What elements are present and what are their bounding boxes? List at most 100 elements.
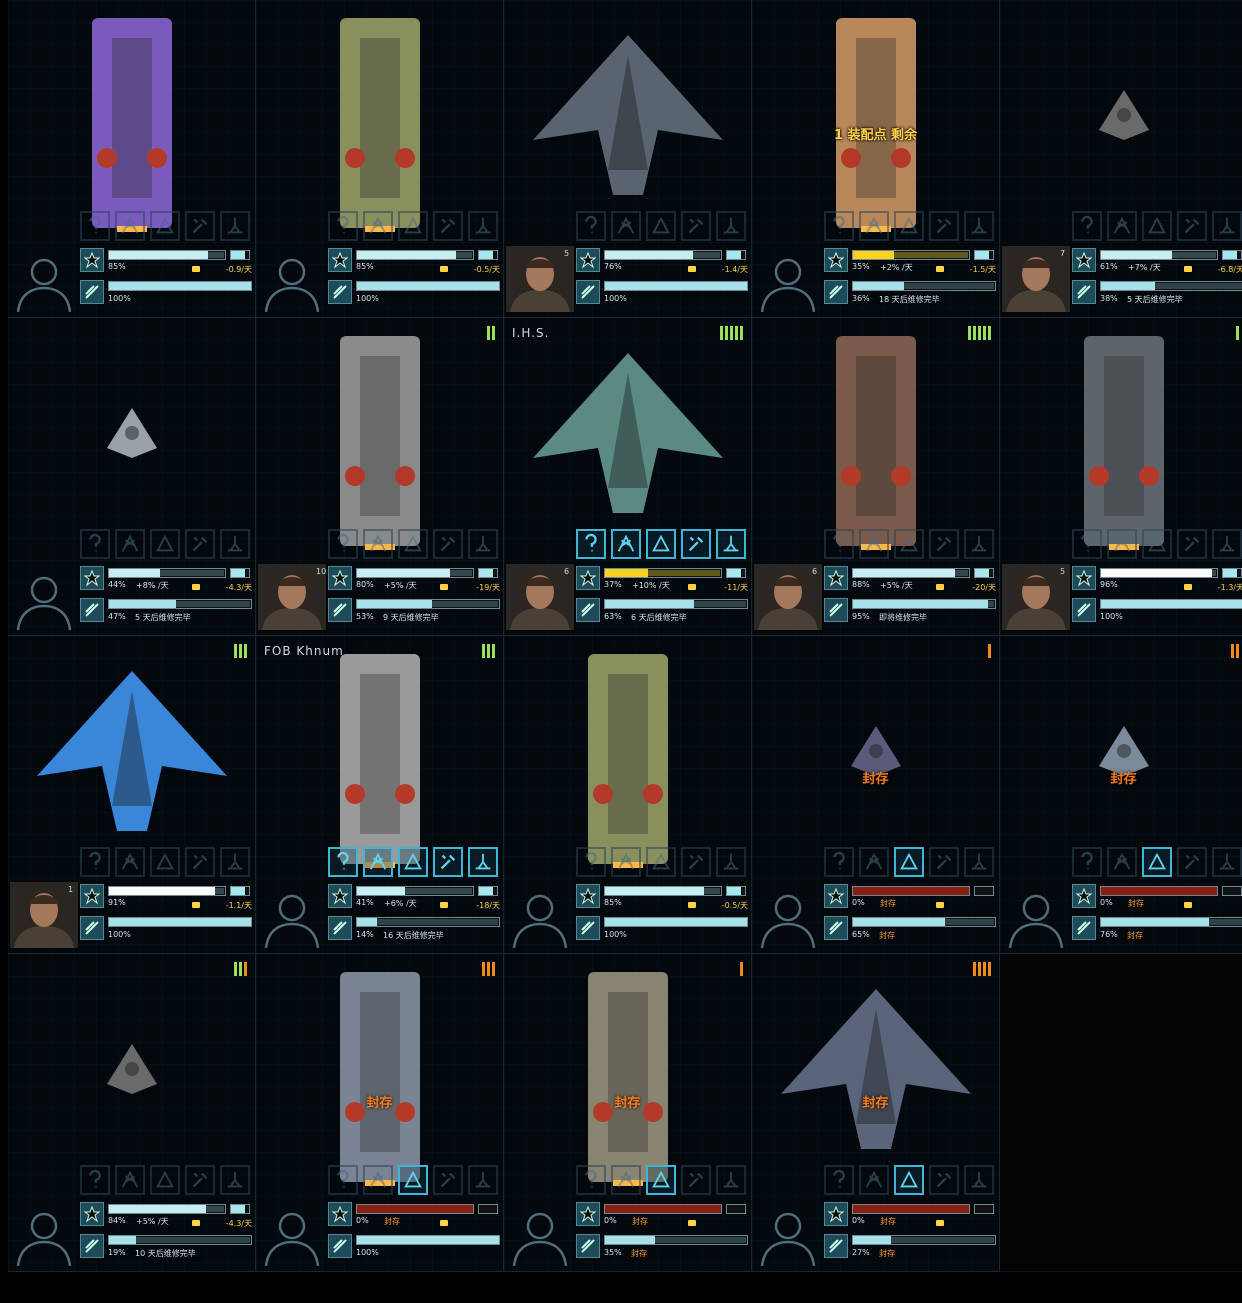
question-icon[interactable]: [328, 1165, 358, 1195]
question-icon[interactable]: [824, 211, 854, 241]
empty-officer-slot[interactable]: [10, 564, 78, 631]
officer-portrait[interactable]: [258, 564, 326, 630]
weapons-icon[interactable]: [611, 847, 641, 877]
repair-icon[interactable]: [433, 529, 463, 559]
shield-triangle-icon[interactable]: [398, 211, 428, 241]
ship-sprite[interactable]: [77, 8, 187, 238]
ship-sprite[interactable]: [573, 962, 683, 1192]
question-icon[interactable]: [576, 529, 606, 559]
empty-officer-slot[interactable]: [754, 882, 822, 949]
repair-icon[interactable]: [1177, 847, 1207, 877]
engines-icon[interactable]: [468, 847, 498, 877]
engines-icon[interactable]: [716, 211, 746, 241]
question-icon[interactable]: [824, 529, 854, 559]
repair-icon[interactable]: [681, 529, 711, 559]
repair-icon[interactable]: [681, 1165, 711, 1195]
question-icon[interactable]: [1072, 847, 1102, 877]
ship-sprite[interactable]: [32, 666, 232, 836]
engines-icon[interactable]: [468, 1165, 498, 1195]
repair-icon[interactable]: [929, 211, 959, 241]
weapons-icon[interactable]: [859, 847, 889, 877]
question-icon[interactable]: [328, 529, 358, 559]
empty-officer-slot[interactable]: [1002, 882, 1070, 949]
empty-officer-slot[interactable]: [754, 246, 822, 313]
repair-icon[interactable]: [185, 211, 215, 241]
engines-icon[interactable]: [220, 211, 250, 241]
weapons-icon[interactable]: [363, 1165, 393, 1195]
ship-sprite[interactable]: [821, 326, 931, 556]
question-icon[interactable]: [576, 1165, 606, 1195]
repair-icon[interactable]: [929, 847, 959, 877]
engines-icon[interactable]: [716, 1165, 746, 1195]
officer-portrait[interactable]: [1002, 564, 1070, 630]
weapons-icon[interactable]: [363, 847, 393, 877]
officer-portrait[interactable]: [10, 882, 78, 948]
ship-sprite[interactable]: [1094, 721, 1154, 781]
shield-triangle-icon[interactable]: [150, 211, 180, 241]
shield-triangle-icon[interactable]: [1142, 529, 1172, 559]
question-icon[interactable]: [80, 211, 110, 241]
engines-icon[interactable]: [716, 847, 746, 877]
question-icon[interactable]: [80, 847, 110, 877]
ship-sprite[interactable]: [846, 721, 906, 781]
weapons-icon[interactable]: [115, 847, 145, 877]
shield-triangle-icon[interactable]: [398, 529, 428, 559]
shield-triangle-icon[interactable]: [646, 847, 676, 877]
repair-icon[interactable]: [681, 211, 711, 241]
empty-officer-slot[interactable]: [506, 882, 574, 949]
question-icon[interactable]: [80, 529, 110, 559]
repair-icon[interactable]: [1177, 211, 1207, 241]
weapons-icon[interactable]: [859, 529, 889, 559]
shield-triangle-icon[interactable]: [1142, 847, 1172, 877]
repair-icon[interactable]: [433, 211, 463, 241]
question-icon[interactable]: [576, 847, 606, 877]
engines-icon[interactable]: [964, 1165, 994, 1195]
engines-icon[interactable]: [468, 211, 498, 241]
empty-officer-slot[interactable]: [10, 246, 78, 313]
shield-triangle-icon[interactable]: [150, 1165, 180, 1195]
engines-icon[interactable]: [468, 529, 498, 559]
shield-triangle-icon[interactable]: [894, 1165, 924, 1195]
repair-icon[interactable]: [929, 529, 959, 559]
shield-triangle-icon[interactable]: [150, 529, 180, 559]
engines-icon[interactable]: [1212, 529, 1242, 559]
officer-portrait[interactable]: [506, 246, 574, 312]
weapons-icon[interactable]: [1107, 211, 1137, 241]
repair-icon[interactable]: [185, 1165, 215, 1195]
weapons-icon[interactable]: [859, 211, 889, 241]
ship-sprite[interactable]: [1094, 85, 1154, 145]
engines-icon[interactable]: [220, 847, 250, 877]
weapons-icon[interactable]: [115, 529, 145, 559]
shield-triangle-icon[interactable]: [398, 847, 428, 877]
question-icon[interactable]: [824, 1165, 854, 1195]
weapons-icon[interactable]: [859, 1165, 889, 1195]
ship-sprite[interactable]: [573, 644, 683, 874]
shield-triangle-icon[interactable]: [150, 847, 180, 877]
ship-sprite[interactable]: [325, 644, 435, 874]
question-icon[interactable]: [80, 1165, 110, 1195]
weapons-icon[interactable]: [363, 211, 393, 241]
repair-icon[interactable]: [433, 847, 463, 877]
engines-icon[interactable]: [220, 529, 250, 559]
engines-icon[interactable]: [220, 1165, 250, 1195]
engines-icon[interactable]: [964, 211, 994, 241]
ship-sprite[interactable]: [776, 984, 976, 1154]
engines-icon[interactable]: [964, 847, 994, 877]
ship-sprite[interactable]: [325, 8, 435, 238]
shield-triangle-icon[interactable]: [894, 847, 924, 877]
repair-icon[interactable]: [185, 529, 215, 559]
weapons-icon[interactable]: [115, 211, 145, 241]
empty-officer-slot[interactable]: [258, 1200, 326, 1267]
shield-triangle-icon[interactable]: [894, 529, 924, 559]
